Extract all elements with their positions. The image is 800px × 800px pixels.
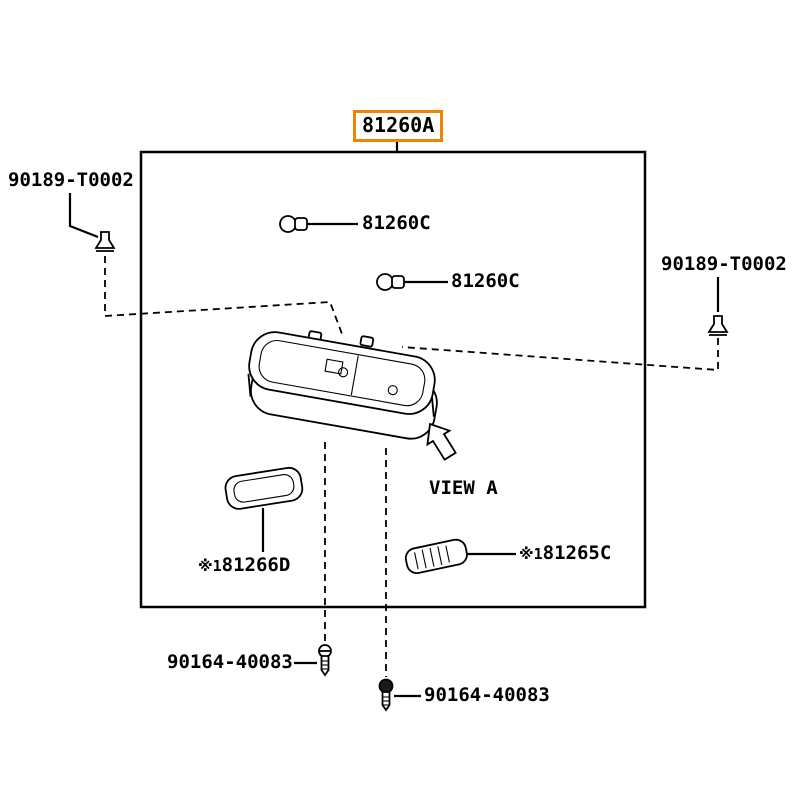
part-label-clip-right[interactable]: 90189-T0002 xyxy=(661,253,787,275)
part-number: 81265C xyxy=(542,542,612,564)
part-label-lens-left[interactable]: ※181266D xyxy=(198,554,291,577)
bulb-upper-icon xyxy=(279,215,308,233)
view-a-arrow-icon xyxy=(426,422,457,461)
view-a-label: VIEW A xyxy=(429,477,498,499)
part-label-screw-bottom-left[interactable]: 90164-40083 xyxy=(167,651,293,673)
part-number: 81266D xyxy=(221,554,291,576)
part-label-clip-left[interactable]: 90189-T0002 xyxy=(8,169,134,191)
part-label-bulb-lower[interactable]: 81260C xyxy=(451,270,520,292)
part-label-screw-bottom-right[interactable]: 90164-40083 xyxy=(424,684,550,706)
assembly-boundary-box xyxy=(139,150,647,609)
clip-right-icon xyxy=(707,315,729,336)
leader-lines xyxy=(68,139,720,698)
clip-left-icon xyxy=(94,231,116,252)
part-label-bulb-upper[interactable]: 81260C xyxy=(362,212,431,234)
reference-mark: ※1 xyxy=(519,545,543,563)
part-label-lens-right[interactable]: ※181265C xyxy=(519,542,612,565)
lens-left-drawing xyxy=(224,466,304,510)
screw-bottom-left-icon xyxy=(318,644,332,677)
lens-right-drawing xyxy=(404,538,468,575)
bulb-lower-icon xyxy=(376,273,405,291)
dashed-reference-lines xyxy=(104,256,719,677)
screw-bottom-right-icon xyxy=(378,678,394,712)
reference-mark: ※1 xyxy=(198,557,222,575)
lamp-housing-drawing xyxy=(247,330,438,440)
selected-part-label[interactable]: 81260A xyxy=(353,110,444,142)
